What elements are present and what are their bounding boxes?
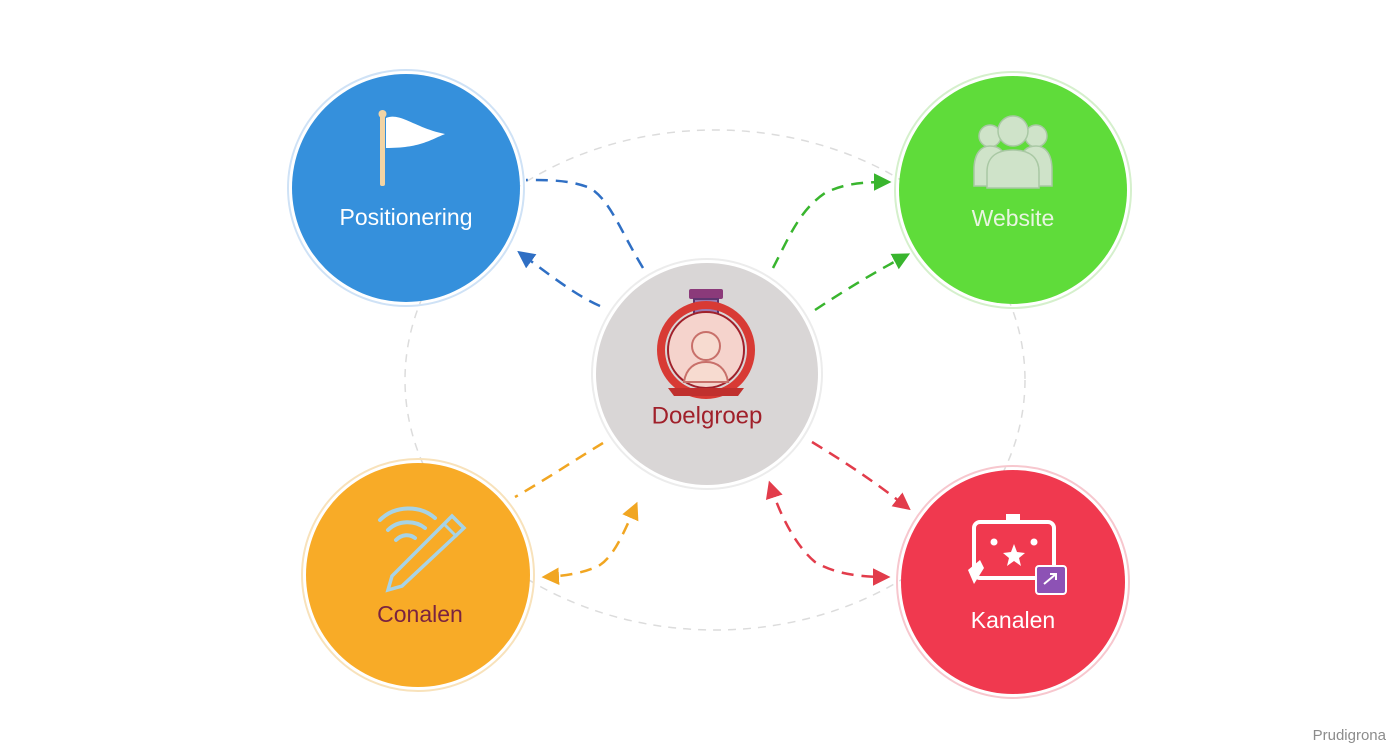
connector-kanalen-1 bbox=[811, 440, 911, 511]
connector-positionering-1 bbox=[525, 178, 645, 269]
node-conalen-label: Conalen bbox=[377, 601, 463, 627]
node-doelgroep-label: Doelgroep bbox=[652, 402, 763, 429]
node-conalen-circle bbox=[306, 463, 530, 687]
node-kanalen[interactable]: Kanalen bbox=[896, 465, 1130, 699]
connector-kanalen-2 bbox=[765, 480, 891, 586]
connectors bbox=[514, 173, 911, 586]
board-icon bbox=[968, 514, 1067, 595]
flag-icon bbox=[378, 110, 445, 186]
pencil-signal-icon bbox=[378, 506, 467, 593]
node-positionering-circle bbox=[292, 74, 520, 302]
node-conalen[interactable]: Conalen bbox=[301, 458, 535, 692]
node-website-circle bbox=[899, 76, 1127, 304]
connector-website-2 bbox=[814, 253, 911, 312]
watermark: Prudigrona bbox=[1312, 727, 1386, 744]
person-target-icon bbox=[657, 289, 755, 399]
node-kanalen-circle bbox=[901, 470, 1125, 694]
node-positionering-label: Positionering bbox=[340, 204, 473, 230]
connector-positionering-2 bbox=[517, 250, 601, 308]
node-website[interactable]: Website bbox=[894, 71, 1132, 309]
users-icon bbox=[973, 115, 1053, 189]
background-orbit bbox=[404, 129, 1026, 631]
node-kanalen-label: Kanalen bbox=[971, 607, 1055, 633]
connector-conalen-2 bbox=[541, 501, 639, 586]
connector-website-1 bbox=[771, 173, 892, 269]
connector-conalen-1 bbox=[514, 441, 604, 499]
node-website-label: Website bbox=[972, 205, 1055, 231]
node-positionering[interactable]: Positionering bbox=[287, 69, 525, 307]
node-doelgroep[interactable]: Doelgroep bbox=[591, 258, 823, 490]
